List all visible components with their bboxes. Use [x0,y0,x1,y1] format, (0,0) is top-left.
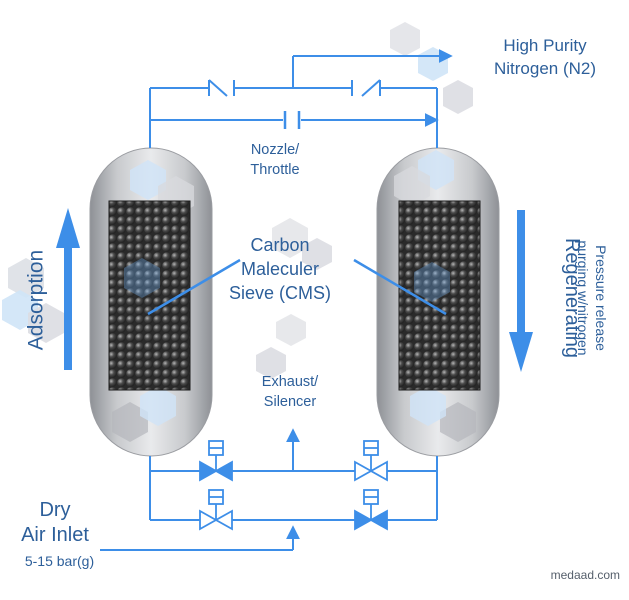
inlet-label-line2: Air Inlet [21,524,89,546]
adsorption-vessel [89,147,213,457]
cms-label-line1: Carbon [250,235,310,255]
exhaust-valve-left [199,440,233,482]
exhaust-label-line1: Exhaust/ [261,374,319,390]
regenerating-sub-line1: Pressure release [593,245,609,351]
credit-text: medaad.com [550,568,620,582]
background-hexagons [2,22,473,379]
cms-label-line2: Maleculer [240,259,320,279]
cms-label-line3: Sieve (CMS) [228,283,331,303]
inlet-valve-left [199,489,233,531]
orifice-icon [283,111,301,129]
inlet-valve-right [354,489,388,531]
regenerating-sub-line2: purging w/nitrogen [575,240,591,356]
exhaust-valve-right [354,440,388,482]
inlet-label: Dry Air Inlet [0,498,110,548]
piping [100,49,453,551]
inlet-label-line1: Dry [39,499,71,521]
check-valve-right [351,79,381,97]
cms-label: Carbon Maleculer Sieve (CMS) [205,233,355,305]
regeneration-flow-arrow [509,210,533,372]
adsorption-flow-arrow [56,208,80,370]
check-valve-left [208,79,235,97]
product-label-line2: Nitrogen (N2) [493,59,597,78]
inlet-pressure-label: 5-15 bar(g) [24,553,95,569]
regenerating-vessel [376,147,500,457]
nozzle-label-line1: Nozzle/ [250,142,300,158]
nozzle-label-line2: Throttle [250,162,300,178]
adsorption-label: Adsorption [24,249,48,351]
cms-leader-lines [147,258,447,316]
product-label-line1: High Purity [503,36,587,55]
product-label: High Purity Nitrogen (N2) [470,34,620,80]
nozzle-label: Nozzle/ Throttle [230,140,320,180]
exhaust-label: Exhaust/ Silencer [230,372,350,412]
exhaust-label-line2: Silencer [263,394,317,410]
regenerating-sub-label: Pressure release purging w/nitrogen [574,240,610,355]
carbon-molecular-sieve-bed-left [108,200,191,391]
